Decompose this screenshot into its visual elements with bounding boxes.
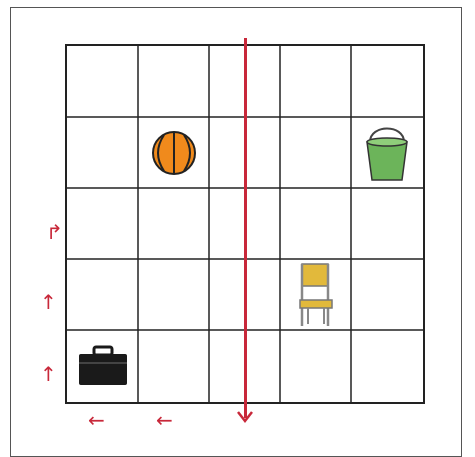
arrow-up-icon: ↑ xyxy=(40,292,57,312)
arrow-left-icon: ← xyxy=(88,410,105,430)
chair-icon xyxy=(296,262,336,328)
arrow-up-icon: ↑ xyxy=(40,364,57,384)
chair-cell xyxy=(280,259,352,331)
arrow-left-icon: ← xyxy=(156,410,173,430)
arrow-turn-right-icon: ↱ xyxy=(46,222,63,242)
briefcase-icon xyxy=(77,345,129,387)
basketball-icon xyxy=(150,129,198,177)
bucket-icon xyxy=(362,122,412,184)
path-arrowhead-down-icon xyxy=(236,410,254,424)
basketball-cell xyxy=(138,117,210,189)
path-line xyxy=(244,38,247,418)
briefcase-cell xyxy=(67,330,139,402)
bucket-cell xyxy=(351,117,423,189)
